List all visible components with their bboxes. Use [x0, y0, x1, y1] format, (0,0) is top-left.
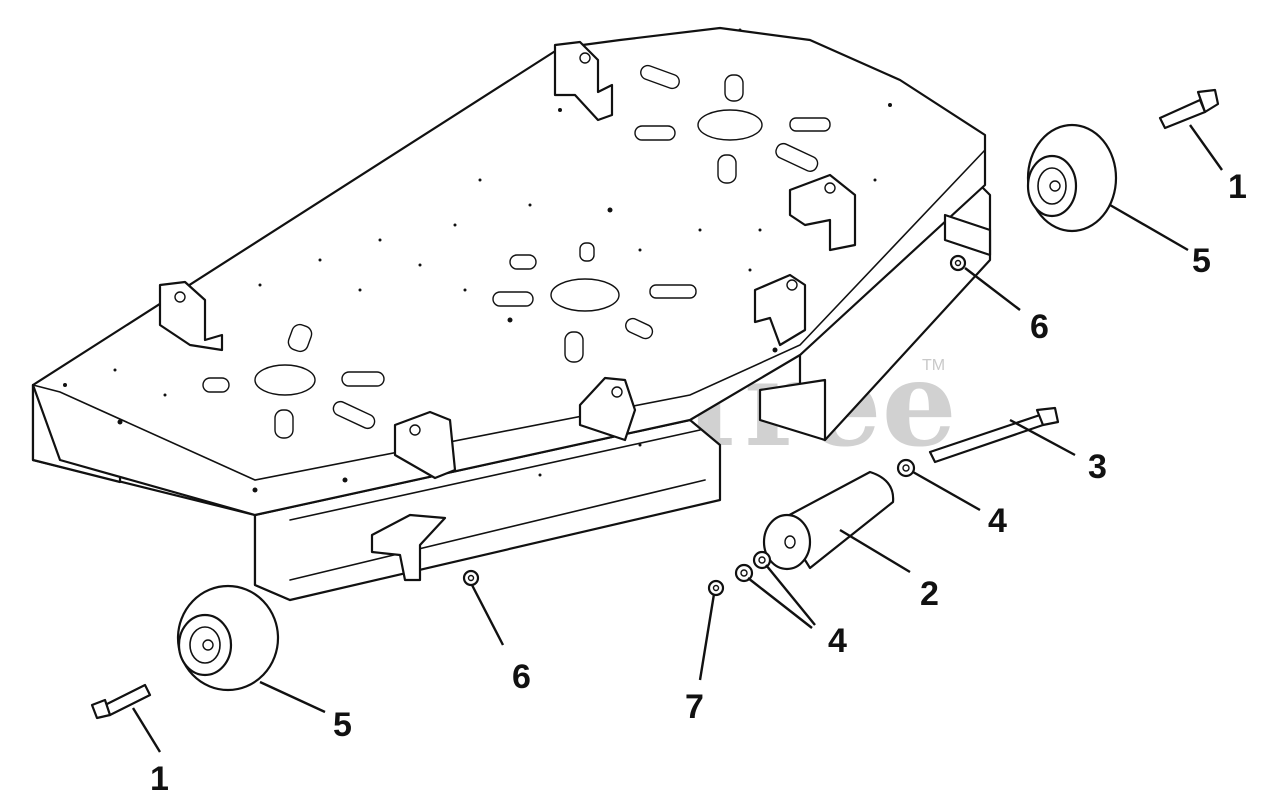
callout-1-bottom: 1 [150, 760, 169, 798]
bolt-part-1-upper [1158, 88, 1220, 130]
callout-5-bottom: 5 [333, 706, 352, 744]
deck-holes [63, 28, 892, 493]
spindle-hole-center [550, 278, 620, 312]
spindle-hole-right [697, 109, 763, 141]
callout-3: 3 [1088, 448, 1107, 486]
callout-2: 2 [920, 575, 939, 613]
callout-4-upper: 4 [988, 502, 1007, 540]
callout-labels: 1 5 6 3 4 2 4 7 6 5 1 [150, 168, 1247, 798]
wheel-part-5-upper [1026, 123, 1118, 233]
wheel-part-5-lower [176, 584, 280, 692]
callout-1-top: 1 [1228, 168, 1247, 206]
spindle-hole-left [254, 364, 316, 396]
bolt-part-3 [928, 406, 1060, 464]
roller-part-2 [762, 470, 895, 571]
nut-part-6-bottom [462, 569, 480, 587]
callout-7: 7 [685, 688, 704, 726]
deck-slots [202, 64, 831, 439]
callout-6-bottom: 6 [512, 658, 531, 696]
washer-part-4-upper [896, 458, 916, 478]
locknut-part-7 [707, 579, 725, 597]
callout-5-top: 5 [1192, 242, 1211, 280]
watermark-trademark: TM [922, 357, 945, 374]
bolt-part-1-lower [90, 683, 152, 720]
deck-brackets [158, 40, 992, 582]
callout-6-right: 6 [1030, 308, 1049, 346]
mower-deck [31, 26, 992, 602]
washers-part-4-lower [734, 550, 772, 583]
leader-lines [131, 124, 1223, 753]
nut-part-6-right [949, 254, 967, 272]
callout-4-lower: 4 [828, 622, 847, 660]
